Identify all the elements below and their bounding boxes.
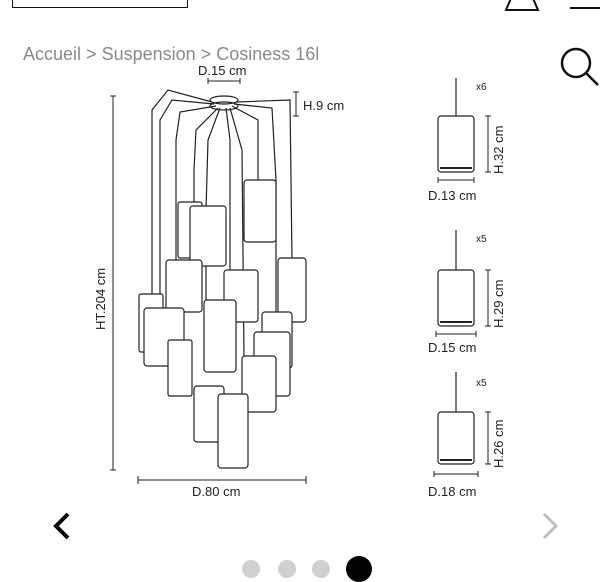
shade-spec-1: x6 H.32 cm D.13 cm: [428, 78, 506, 203]
carousel-next-button[interactable]: [534, 508, 564, 544]
shade-height-label: H.29 cm: [491, 280, 506, 328]
total-height-label: HT.204 cm: [93, 268, 108, 330]
site-header: MARKET SET: [0, 0, 600, 14]
shade-height-label: H.32 cm: [491, 126, 506, 174]
carousel-pagination: [240, 552, 380, 582]
chevron-left-icon: [53, 512, 70, 540]
menu-icon[interactable]: [568, 0, 600, 12]
shade-count-label: x6: [476, 82, 487, 93]
shade-count-label: x5: [476, 378, 487, 389]
breadcrumb-separator: >: [200, 44, 212, 64]
shade-diameter-label: D.18 cm: [428, 484, 476, 499]
site-logo[interactable]: MARKET SET: [12, 0, 188, 8]
chandelier-shades: [138, 179, 307, 469]
total-diameter-label: D.80 cm: [192, 484, 240, 499]
carousel-prev-button[interactable]: [48, 508, 78, 544]
breadcrumb-item-current: Cosiness 16l: [216, 44, 320, 64]
shade-count-label: x5: [476, 234, 487, 245]
breadcrumb: Accueil > Suspension > Cosiness 16l: [23, 44, 319, 65]
carousel-dot-1[interactable]: [242, 560, 260, 578]
product-dimension-diagram: D.15 cm H.9 cm HT.204 cm: [93, 63, 506, 499]
shade-spec-3: x5 H.26 cm D.18 cm: [428, 372, 506, 499]
shade-spec-2: x5 H.29 cm D.15 cm: [428, 230, 506, 355]
account-icon[interactable]: [500, 0, 544, 12]
shade-height-label: H.26 cm: [491, 420, 506, 468]
shade-diameter-label: D.13 cm: [428, 188, 476, 203]
carousel-dot-4[interactable]: [346, 556, 372, 582]
carousel-dot-2[interactable]: [278, 560, 296, 578]
chevron-right-icon: [542, 512, 559, 540]
shade-diameter-label: D.15 cm: [428, 340, 476, 355]
canopy-height-label: H.9 cm: [303, 98, 344, 113]
breadcrumb-item-category[interactable]: Suspension: [101, 44, 196, 64]
carousel-dot-3[interactable]: [312, 560, 330, 578]
breadcrumb-item-home[interactable]: Accueil: [23, 44, 82, 64]
breadcrumb-separator: >: [86, 44, 97, 64]
search-icon[interactable]: [556, 44, 600, 88]
top-diameter-label: D.15 cm: [198, 63, 246, 78]
